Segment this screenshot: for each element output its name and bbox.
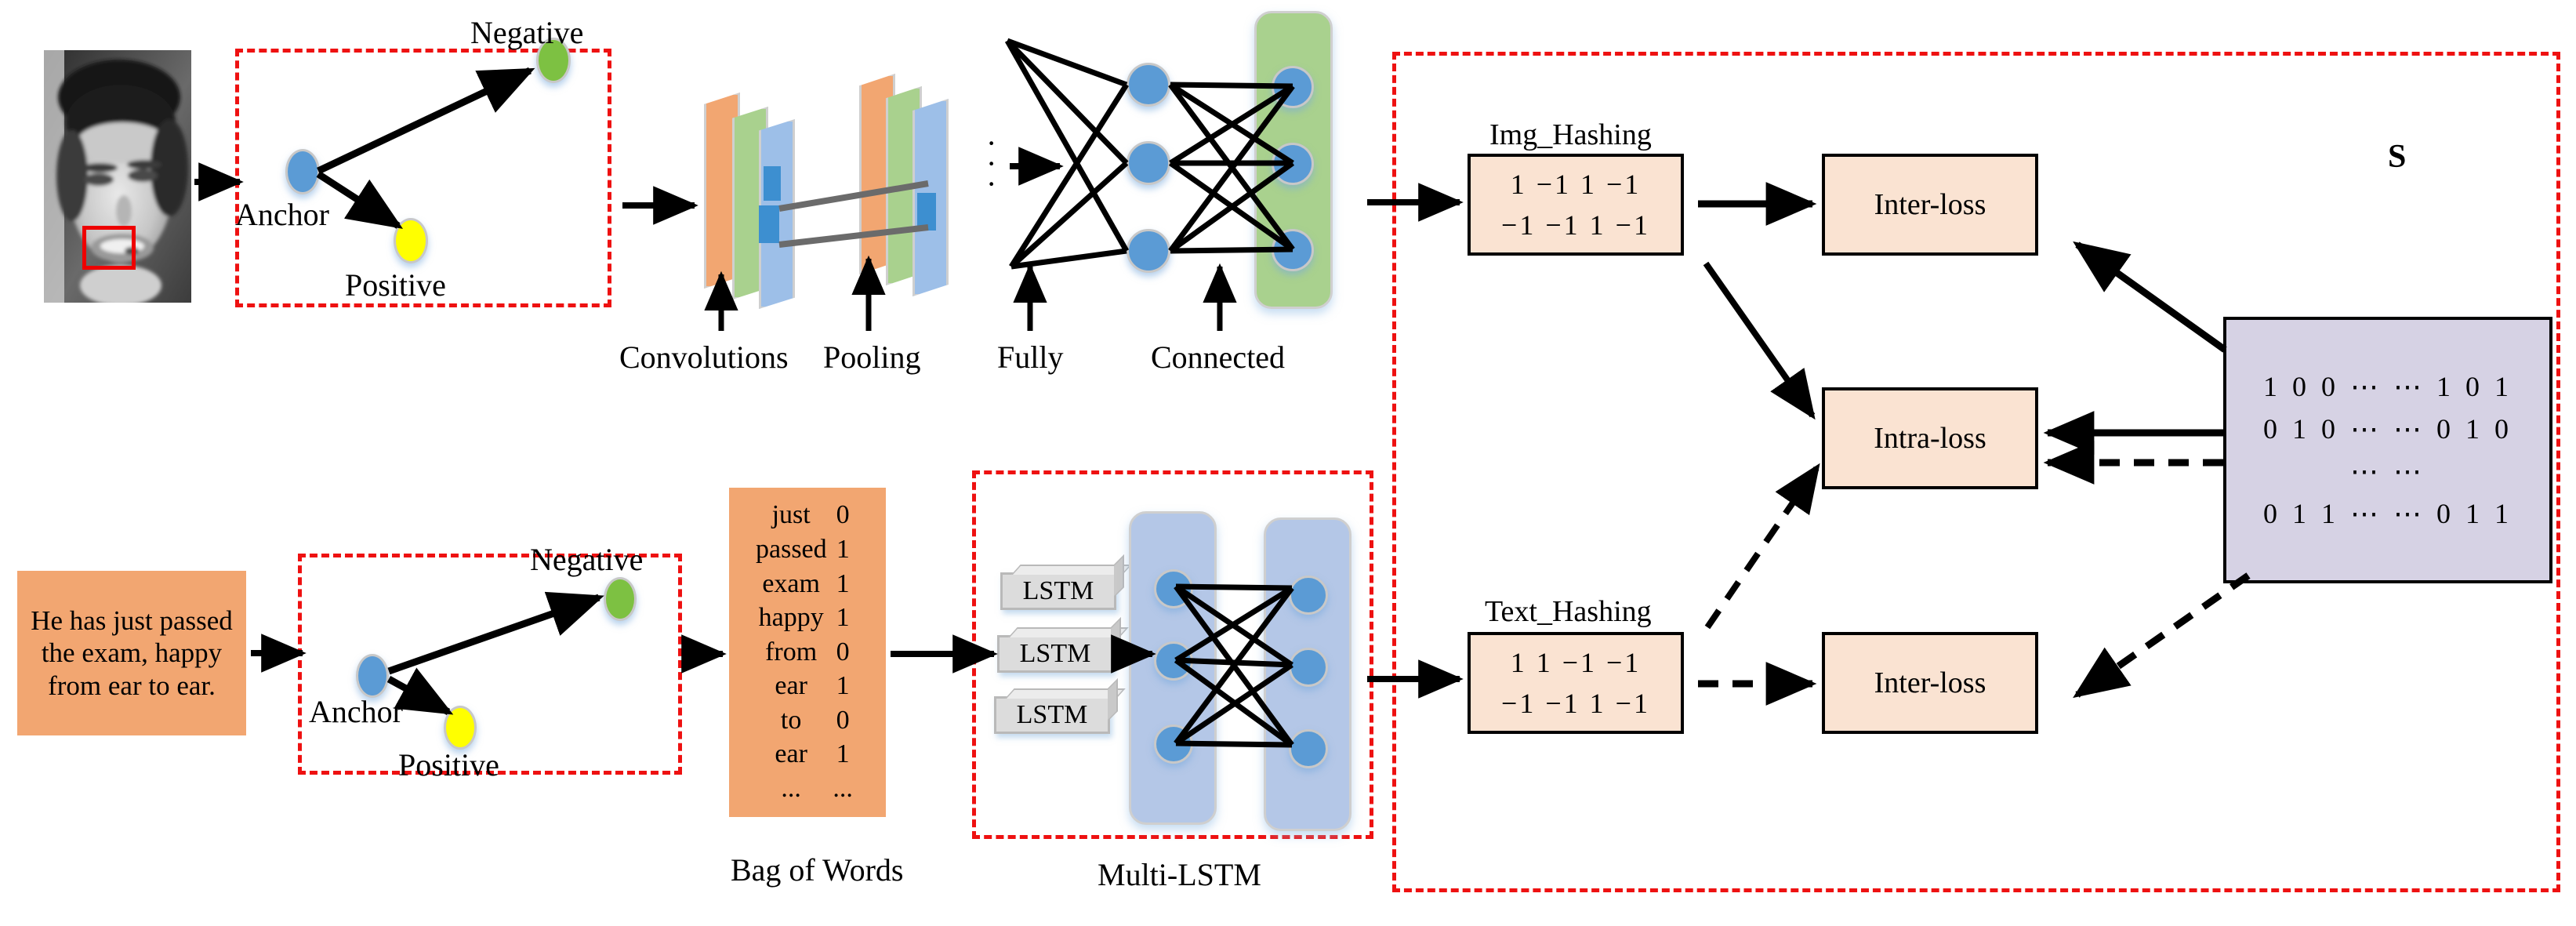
fc-output-node-3: [1272, 229, 1314, 271]
text-anchor-label: Anchor: [309, 694, 403, 729]
bow-value: 1: [836, 671, 850, 701]
bow-word: ear: [775, 671, 807, 701]
multi-lstm-caption: Multi-LSTM: [1098, 857, 1261, 892]
lstm-hidden-node-2: [1154, 641, 1193, 681]
text-input-value: He has just passed the exam, happy from …: [31, 605, 233, 701]
loss-region: [1392, 52, 2560, 892]
similarity-matrix-row: 1 0 0 ⋯ ⋯ 1 0 1: [2263, 371, 2513, 402]
lstm-cell: LSTM: [994, 696, 1110, 734]
face-photo-svg: [44, 50, 191, 303]
bow-value: 1: [836, 534, 850, 564]
text-positive-node: [444, 706, 477, 750]
text-negative-node: [604, 577, 637, 621]
lstm-hidden-node-1: [1154, 569, 1193, 608]
bow-word: exam: [762, 568, 820, 598]
input-face-image: [44, 50, 191, 303]
fc-output-node-1: [1272, 66, 1314, 108]
bow-value: 0: [836, 705, 850, 735]
pool-feature-patch: [917, 193, 936, 231]
bow-row: just 0: [729, 502, 886, 529]
text-hashing-row: 1 1 −1 −1: [1510, 646, 1642, 678]
bag-of-words-row: to 0: [729, 705, 886, 735]
lstm-cell: LSTM: [997, 635, 1113, 673]
bag-of-words-row: exam 1: [729, 568, 886, 598]
lstm-cell: LSTM: [1000, 572, 1116, 610]
fc-hidden-node-3: [1127, 229, 1170, 273]
bow-word: passed: [756, 534, 827, 564]
bow-word: just: [771, 500, 811, 530]
text-hashing-row: −1 −1 1 −1: [1501, 688, 1650, 719]
lstm-output-node-1: [1289, 576, 1328, 615]
bag-of-words-caption: Bag of Words: [731, 852, 904, 888]
inter-loss-bottom-label: Inter-loss: [1874, 666, 1986, 699]
fc-hidden-node-1: [1127, 63, 1170, 107]
image-negative-node: [536, 38, 571, 83]
cnn-label-pooling: Pooling: [823, 340, 921, 375]
bag-of-words-row: passed 1: [729, 536, 886, 564]
lstm-cell-label: LSTM: [1022, 576, 1094, 605]
image-anchor-node: [285, 149, 320, 194]
inter-loss-top-box: Inter-loss: [1822, 154, 2038, 256]
bow-word: from: [765, 637, 818, 666]
conv-feature-patch-b: [759, 205, 779, 243]
text-anchor-node: [356, 654, 389, 698]
intra-loss-box: Intra-loss: [1822, 387, 2038, 489]
bow-value: ...: [833, 773, 853, 803]
fc-input-ellipsis: ···: [986, 125, 997, 202]
text-negative-label: Negative: [530, 542, 644, 577]
image-positive-label: Positive: [345, 267, 446, 303]
cnn-label-connected: Connected: [1151, 340, 1286, 375]
image-anchor-label: Anchor: [235, 197, 329, 232]
bow-value: 0: [836, 637, 850, 666]
similarity-matrix-label: S: [2388, 139, 2407, 175]
img-hashing-row: −1 −1 1 −1: [1501, 209, 1650, 241]
bag-of-words-row: ear 1: [729, 671, 886, 701]
face-roi-box: [82, 226, 136, 270]
bow-value: 1: [836, 603, 850, 633]
similarity-matrix-box: 1 0 0 ⋯ ⋯ 1 0 1 0 1 0 ⋯ ⋯ 0 1 0 ⋯ ⋯ 0 1 …: [2223, 317, 2552, 583]
similarity-matrix-row: ⋯ ⋯: [2350, 456, 2425, 487]
inter-loss-bottom-box: Inter-loss: [1822, 632, 2038, 734]
lstm-cell-label: LSTM: [1016, 700, 1088, 729]
lstm-output-node-3: [1289, 729, 1328, 768]
bag-of-words-box: just 0 passed 1 exam 1 happy 1 from 0 ea…: [729, 488, 886, 817]
fc-output-node-2: [1272, 143, 1314, 185]
bag-of-words-row: ear 1: [729, 741, 886, 768]
similarity-matrix-row: 0 1 0 ⋯ ⋯ 0 1 0: [2263, 413, 2513, 445]
similarity-matrix-row: 0 1 1 ⋯ ⋯ 0 1 1: [2263, 498, 2513, 529]
bow-value: 0: [836, 500, 850, 530]
bow-value: 1: [836, 739, 850, 769]
text-positive-label: Positive: [398, 747, 499, 783]
bag-of-words-row: ... ...: [729, 775, 886, 803]
image-positive-node: [394, 218, 428, 263]
bow-word: ...: [781, 773, 801, 803]
cnn-label-convolutions: Convolutions: [619, 340, 789, 375]
image-negative-label: Negative: [470, 15, 584, 50]
bow-word: to: [780, 705, 802, 735]
img-hashing-row: 1 −1 1 −1: [1510, 168, 1642, 200]
fc-edges-left: [1004, 38, 1130, 270]
text-hashing-box: 1 1 −1 −1 −1 −1 1 −1: [1468, 632, 1684, 734]
img-hashing-label: Img_Hashing: [1489, 118, 1652, 151]
cnn-label-fully: Fully: [997, 340, 1064, 375]
bag-of-words-row: from 0: [729, 637, 886, 666]
fc-hidden-node-2: [1127, 141, 1170, 185]
lstm-output-node-2: [1289, 648, 1328, 687]
intra-loss-label: Intra-loss: [1874, 422, 1986, 455]
bow-word: ear: [775, 739, 807, 769]
lstm-cell-label: LSTM: [1019, 639, 1091, 668]
text-input-box: He has just passed the exam, happy from …: [17, 571, 246, 735]
text-hashing-label: Text_Hashing: [1485, 595, 1652, 628]
conv-feature-patch-a: [764, 166, 781, 201]
inter-loss-top-label: Inter-loss: [1874, 188, 1986, 221]
bow-word: happy: [758, 603, 824, 633]
img-hashing-box: 1 −1 1 −1 −1 −1 1 −1: [1468, 154, 1684, 256]
lstm-hidden-node-3: [1154, 724, 1193, 764]
bag-of-words-row: happy 1: [729, 603, 886, 633]
bow-value: 1: [836, 568, 850, 598]
